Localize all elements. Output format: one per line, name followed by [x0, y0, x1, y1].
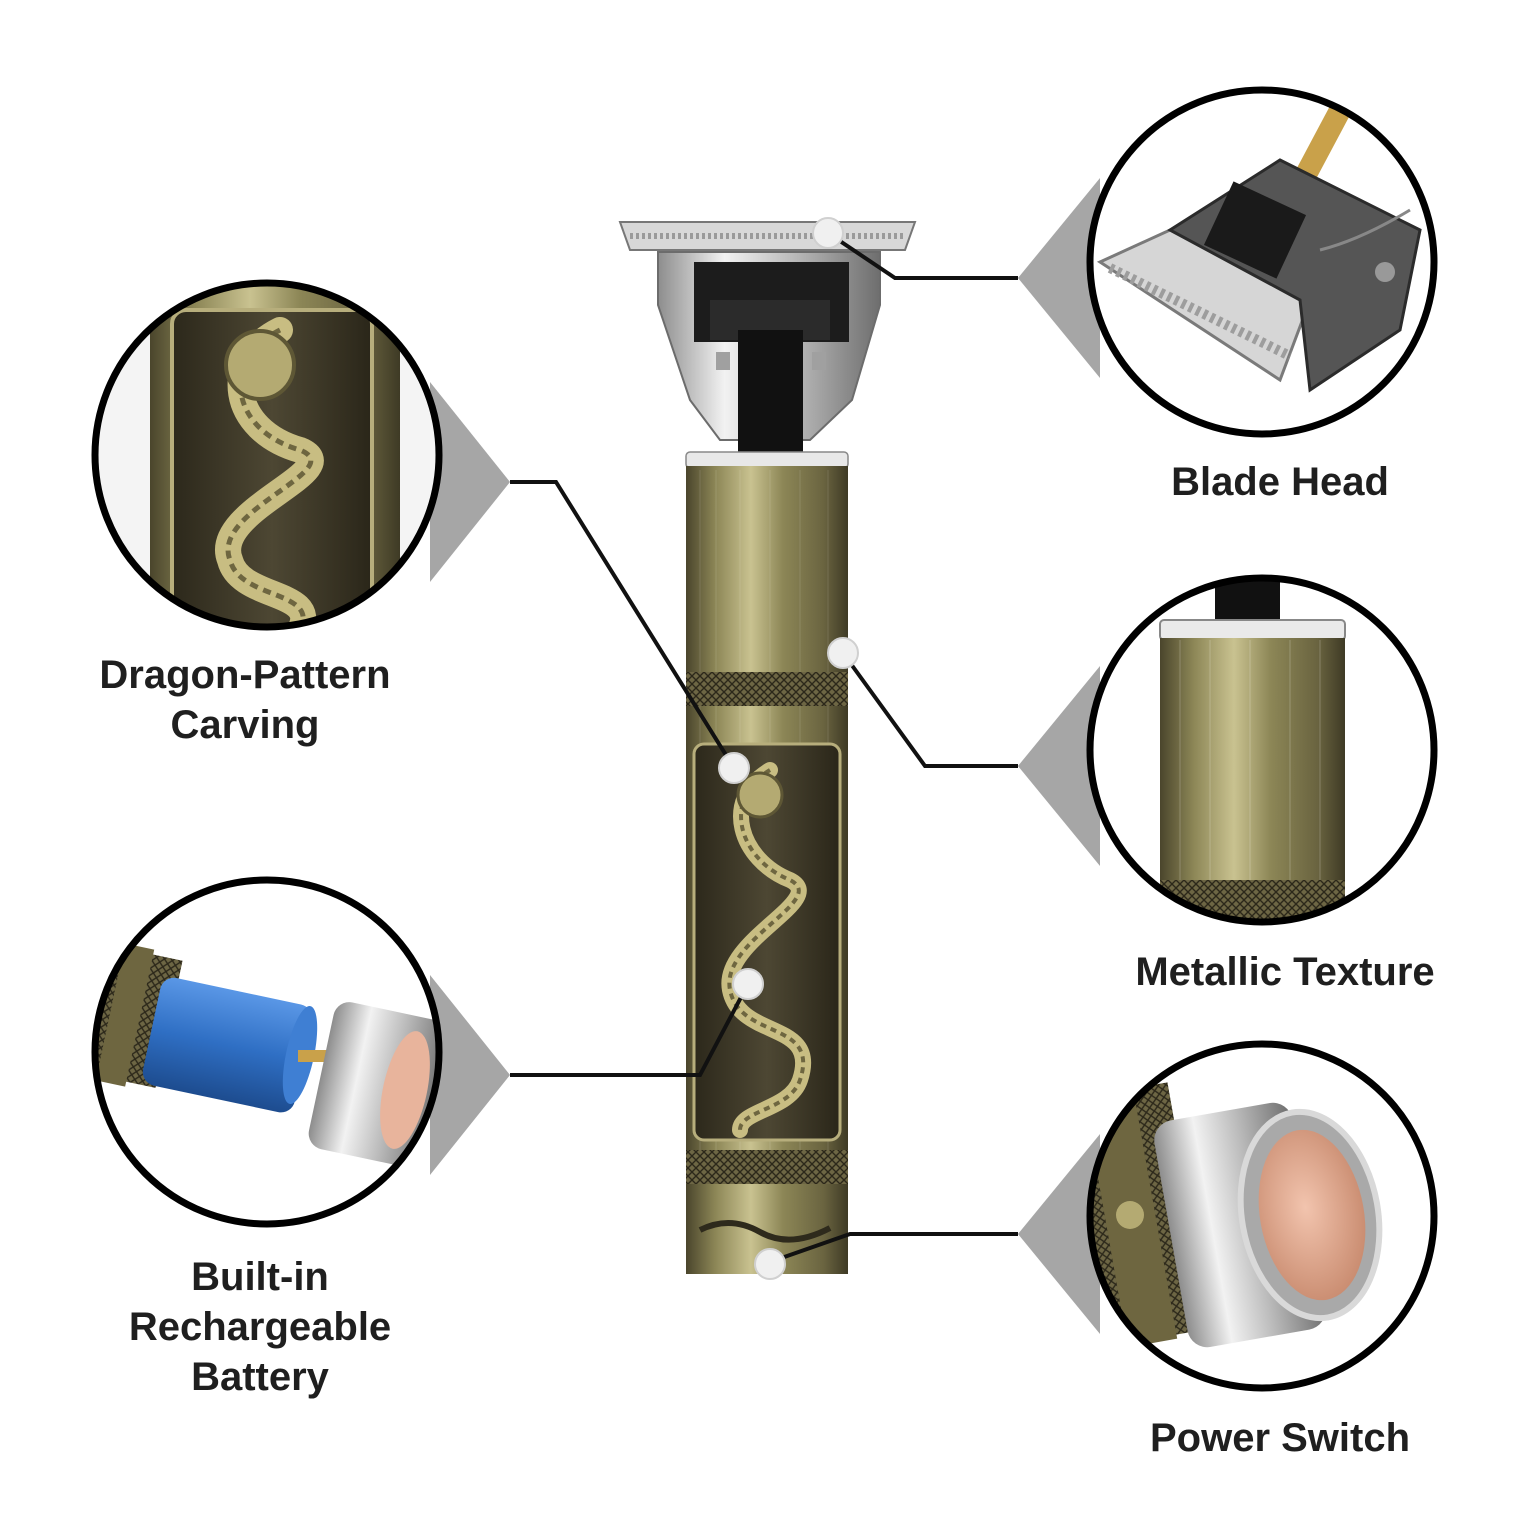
label-blade-head: Blade Head	[1171, 460, 1389, 504]
callout-dots	[718, 217, 859, 1280]
detail-circle-dragon	[91, 279, 443, 631]
detail-circle-metallic	[1086, 574, 1438, 926]
detail-circle-battery	[91, 876, 443, 1228]
label-dragon-carving: Dragon-Pattern Carving	[99, 653, 391, 747]
trimmer-top-ring	[685, 451, 849, 469]
label-battery: Built-in Rechargeable Battery	[128, 1255, 392, 1399]
callout-wedges	[430, 178, 1100, 1334]
trimmer-knurl-band-upper	[686, 672, 848, 706]
detail-circle-power	[1086, 1040, 1438, 1392]
label-metallic-texture: Metallic Texture	[1135, 950, 1435, 994]
label-power-switch: Power Switch	[1149, 1416, 1411, 1460]
trimmer-knurl-band-lower	[686, 1150, 848, 1184]
trimmer	[618, 221, 917, 1274]
detail-circle-blade	[1086, 86, 1438, 438]
trimmer-blade-head	[618, 221, 917, 460]
callout-lines	[510, 231, 1018, 1264]
trimmer-dragon-panel	[692, 742, 842, 1142]
